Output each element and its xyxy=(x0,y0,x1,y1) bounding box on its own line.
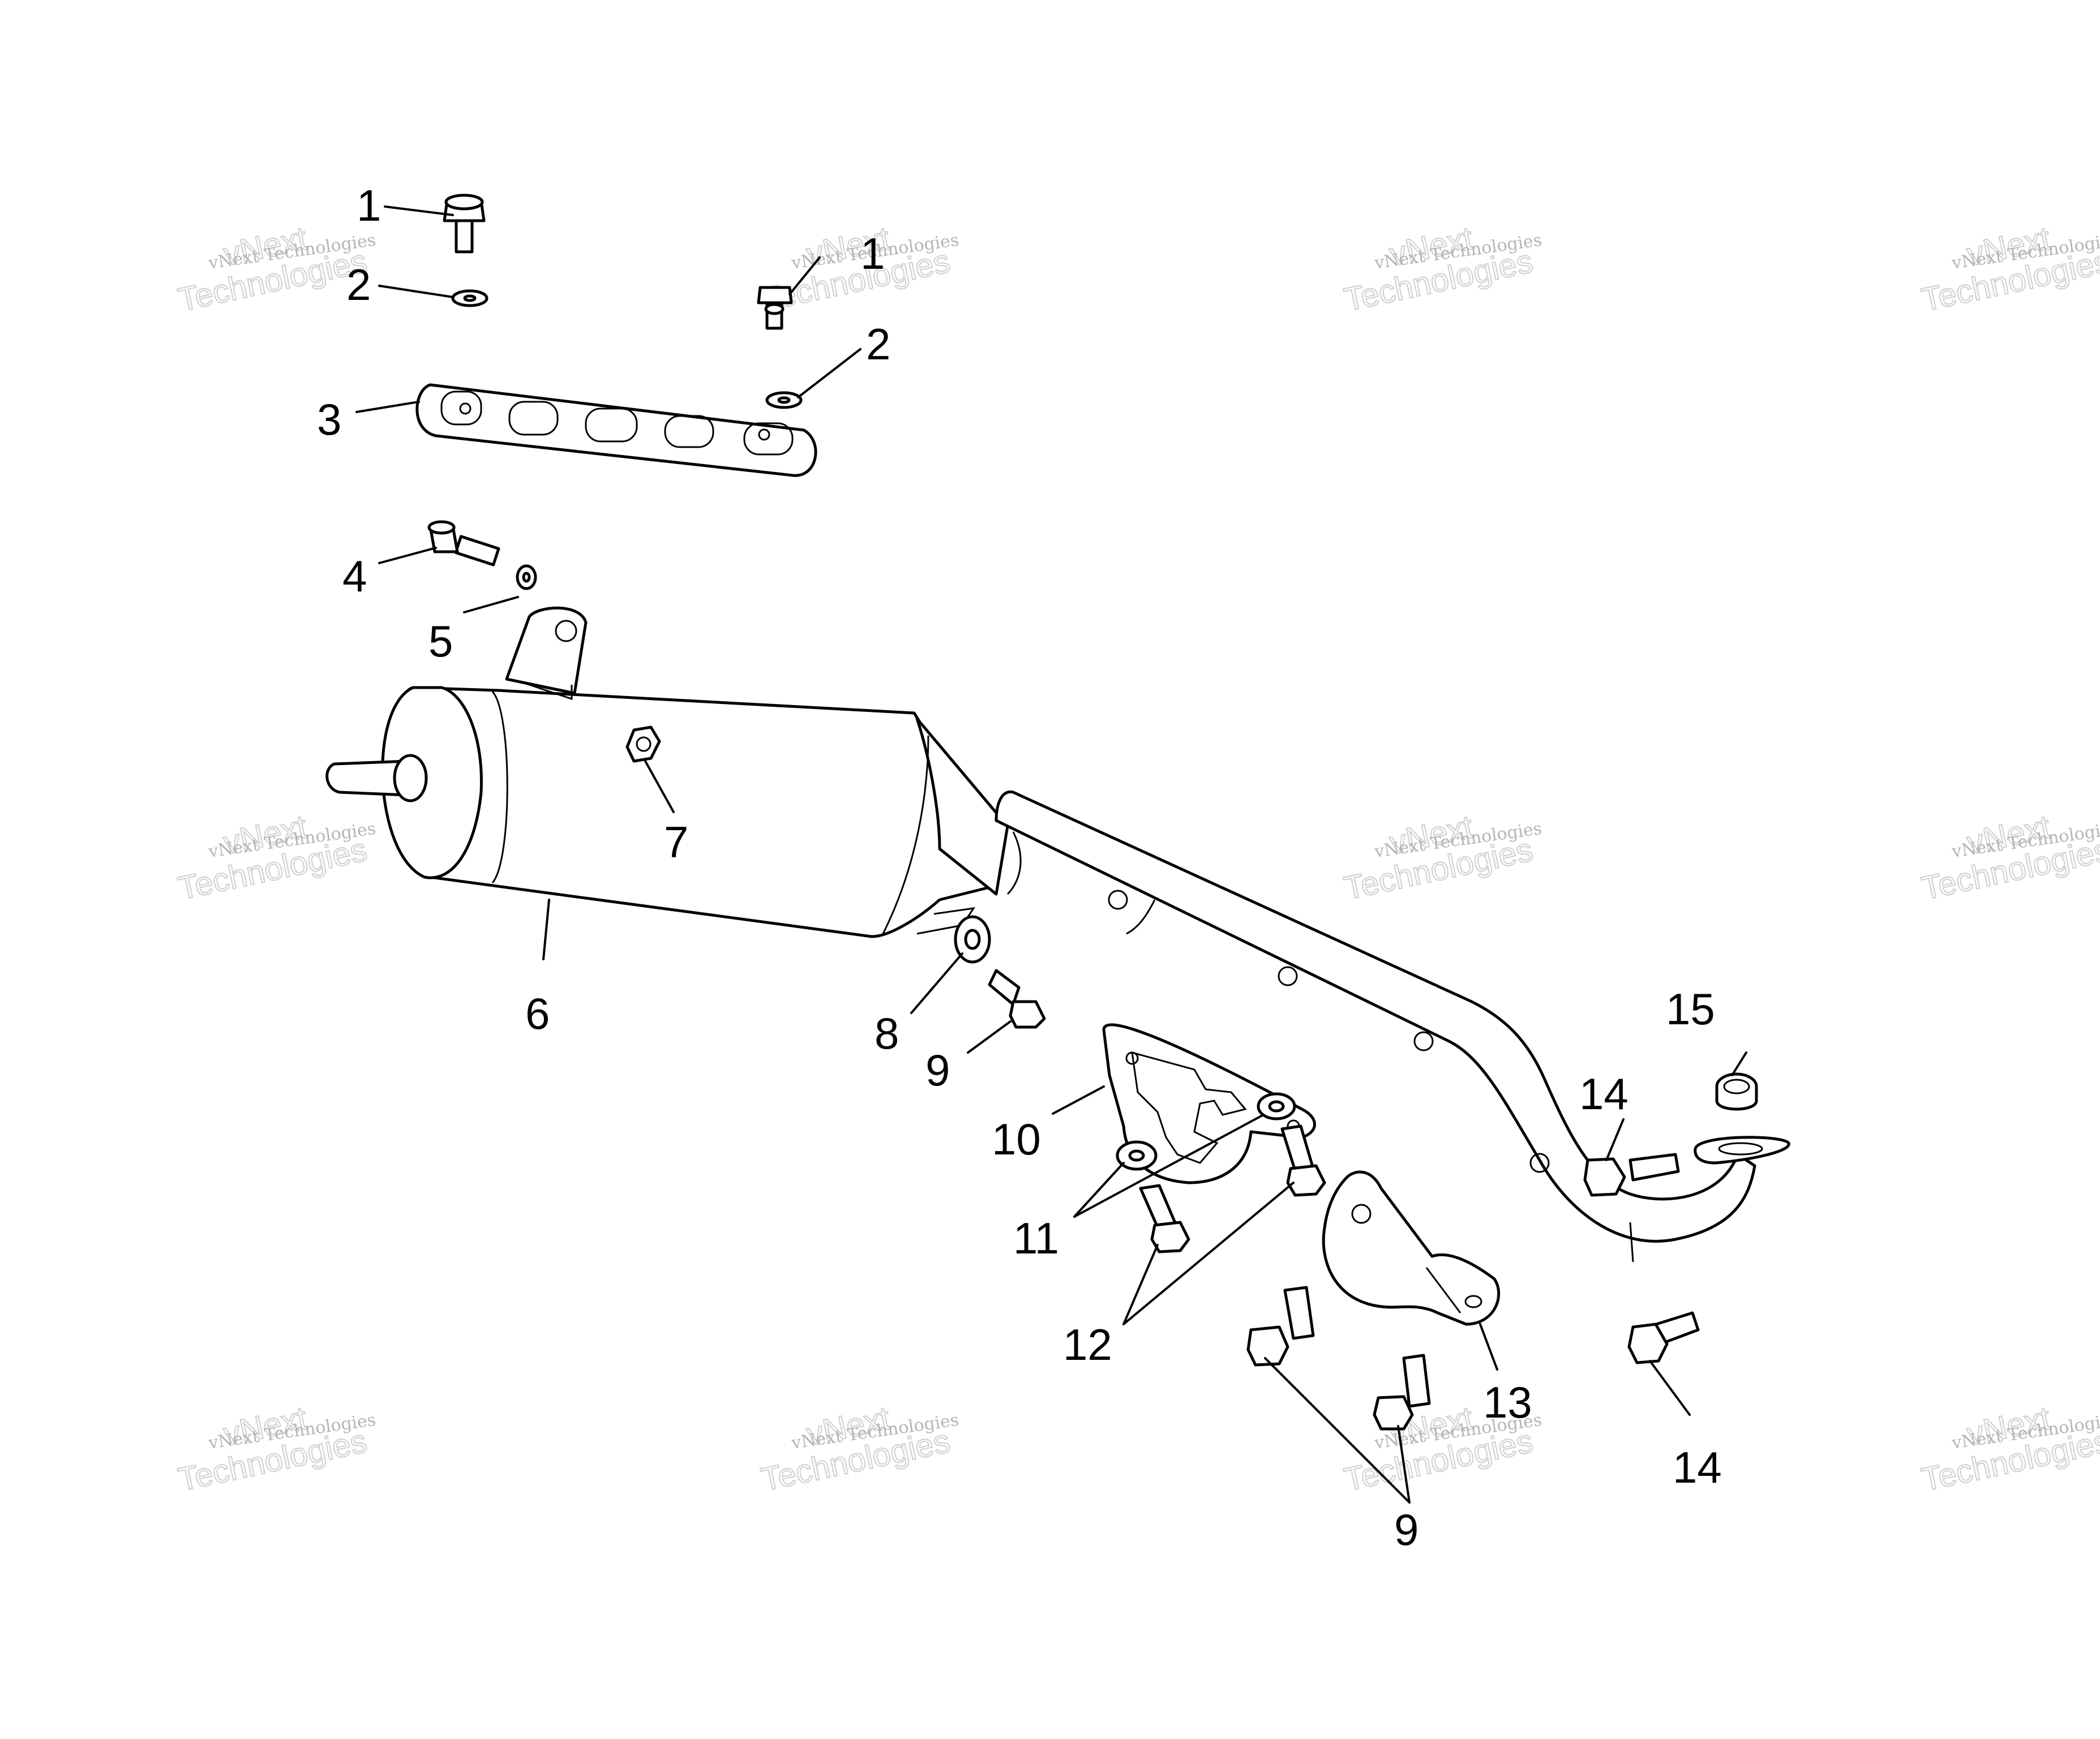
callout-7: 7 xyxy=(664,817,688,867)
callout-9-upper: 9 xyxy=(925,1045,950,1095)
callout-2-right: 2 xyxy=(866,319,890,369)
callout-8: 8 xyxy=(875,1008,899,1058)
bolt-1-left-part xyxy=(443,194,486,254)
callout-14-lower: 14 xyxy=(1673,1442,1722,1492)
callout-10: 10 xyxy=(992,1114,1041,1164)
bolt-1-right-part xyxy=(757,286,793,330)
washer-5-part xyxy=(516,564,537,590)
callout-4: 4 xyxy=(342,551,367,601)
muffler-6-part xyxy=(325,606,1009,938)
bolt-14-upper-part xyxy=(1583,1153,1680,1197)
callout-15: 15 xyxy=(1666,984,1715,1034)
callout-2-left: 2 xyxy=(346,260,371,310)
bolt-12-left-part xyxy=(1139,1184,1190,1253)
callout-3: 3 xyxy=(317,394,341,444)
bolt-4-part xyxy=(427,520,500,566)
washer-2-left-part xyxy=(451,289,488,307)
washer-2-right-part xyxy=(765,391,803,409)
watermark-layer: vNext vNext Technologies Technologies vN… xyxy=(174,219,2100,1498)
watermark: vNext vNext Technologies Technologies xyxy=(1340,808,1543,907)
bracket-3-part xyxy=(415,383,817,477)
bolt-12-right-part xyxy=(1280,1124,1326,1197)
washer-8-part xyxy=(954,915,991,964)
watermark: vNext vNext Technologies Technologies xyxy=(1918,1399,2100,1498)
bolt-9-upper-part xyxy=(988,969,1046,1029)
callout-14-upper: 14 xyxy=(1579,1069,1628,1119)
callout-11: 11 xyxy=(1013,1213,1059,1263)
callout-9-lower: 9 xyxy=(1394,1505,1418,1555)
callout-5: 5 xyxy=(428,616,453,666)
watermark: vNext vNext Technologies Technologies xyxy=(174,1399,377,1498)
gasket-ring-15-part xyxy=(1715,1072,1758,1111)
leader-lines xyxy=(355,205,1747,1504)
watermark: vNext vNext Technologies Technologies xyxy=(174,808,377,907)
bolt-9-lower-right-part xyxy=(1373,1354,1431,1431)
callout-labels: 1 1 2 2 3 4 5 6 7 8 9 9 10 11 12 13 14 1… xyxy=(317,181,1722,1555)
callout-1-left: 1 xyxy=(357,181,381,230)
bolt-14-lower-part xyxy=(1627,1311,1700,1364)
watermark: vNext vNext Technologies Technologies xyxy=(757,1399,960,1498)
bolt-9-lower-left-part xyxy=(1246,1286,1315,1367)
callout-13: 13 xyxy=(1483,1377,1532,1427)
watermark: vNext vNext Technologies Technologies xyxy=(1340,219,1543,319)
washer-11-left-part xyxy=(1116,1140,1158,1171)
exhaust-pipe-part xyxy=(995,790,1790,1263)
washer-11-right-part xyxy=(1257,1092,1296,1120)
watermark: vNext vNext Technologies Technologies xyxy=(1918,808,2100,907)
watermark: vNext vNext Technologies Technologies xyxy=(1918,219,2100,319)
bracket-13-part xyxy=(1322,1170,1501,1326)
callout-6: 6 xyxy=(525,989,550,1038)
callout-12: 12 xyxy=(1063,1320,1112,1369)
watermark: vNext vNext Technologies Technologies xyxy=(757,219,960,319)
callout-1-right: 1 xyxy=(860,229,885,278)
